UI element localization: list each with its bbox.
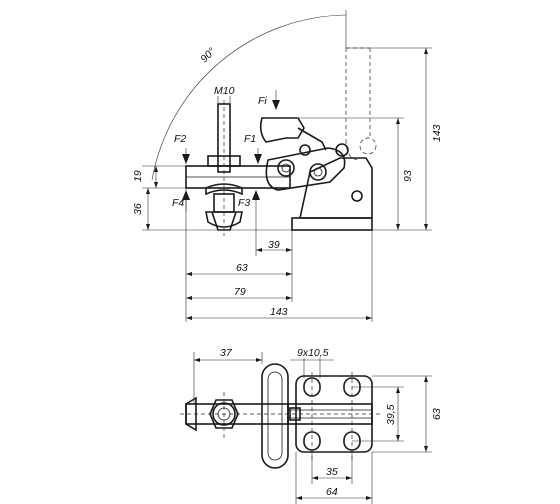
base-plate	[291, 217, 373, 231]
force-f3-label: F3	[238, 197, 250, 209]
side-view: 90° M10	[132, 10, 443, 322]
dim-143-horiz-label: 143	[270, 306, 288, 318]
pivot-right	[309, 163, 327, 181]
pivot-left	[277, 159, 295, 177]
dim-63-label: 63	[236, 262, 248, 274]
force-f2-arrow	[182, 148, 190, 164]
dim-64-label: 64	[326, 486, 338, 498]
lower-washer	[205, 183, 243, 196]
dim-35-label: 35	[326, 466, 338, 478]
force-f1-label: F1	[244, 133, 256, 145]
dim-19-label: 19	[132, 170, 144, 182]
dim-143-vert-label: 143	[431, 124, 443, 142]
force-f2-label: F2	[174, 133, 186, 145]
force-fi-arrow	[272, 90, 280, 110]
dim-39-5-label: 39,5	[385, 404, 397, 425]
force-f1-arrow	[254, 148, 262, 164]
slot-bottom-left	[303, 431, 321, 451]
force-f4-label: F4	[172, 197, 184, 209]
body-pin	[351, 190, 363, 202]
pressure-pad	[205, 211, 243, 228]
handle-open-outline	[345, 47, 371, 140]
handle-top	[261, 363, 289, 469]
spindle-lower	[213, 193, 235, 213]
dim-93-label: 93	[402, 170, 414, 182]
handle-grip	[259, 117, 305, 143]
pivot-top	[299, 144, 311, 156]
angle-label: 90°	[198, 45, 218, 65]
dim-36-label: 36	[132, 203, 144, 215]
dim-37-label: 37	[220, 347, 233, 359]
swing-arc	[151, 14, 347, 181]
dim-79-label: 79	[234, 286, 246, 298]
force-fi-label: Fi	[258, 95, 267, 107]
force-f3-arrow	[252, 190, 260, 212]
slot-size-label: 9x10,5	[297, 347, 329, 359]
handle-open-pivot	[359, 137, 377, 155]
thread-label: M10	[214, 85, 235, 97]
top-view: 37 9x10,5 39,5 63 35 64	[180, 347, 443, 504]
dim-63-top-label: 63	[431, 408, 443, 420]
dim-39-label: 39	[268, 239, 280, 251]
